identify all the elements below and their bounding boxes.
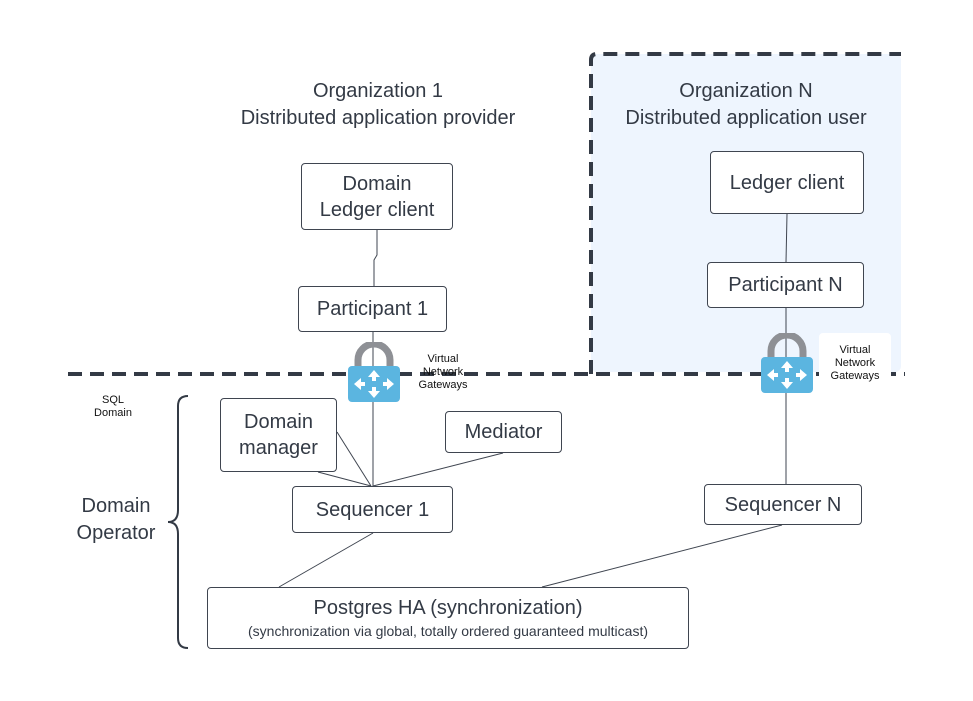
sequencer-n-node[interactable]: Sequencer N: [704, 484, 862, 525]
node-label: Postgres HA (synchronization): [313, 597, 583, 619]
gateway-lock-icon: [346, 340, 402, 404]
mediator-node[interactable]: Mediator: [445, 411, 562, 453]
ledger-client-node[interactable]: Ledger client: [710, 151, 864, 214]
gateway-label-1: Virtual Network Gateways: [406, 353, 480, 392]
edge-sequencern-postgres: [541, 524, 783, 588]
postgres-ha-node[interactable]: Postgres HA (synchronization) (synchroni…: [207, 587, 689, 649]
organization-1-heading: Organization 1 Distributed application p…: [208, 78, 548, 132]
sql-domain-line: SQL: [101, 394, 124, 406]
node-sublabel: (synchronization via global, totally ord…: [248, 623, 648, 639]
node-label: Ledger client: [319, 198, 435, 221]
sql-domain-line: Domain: [94, 407, 132, 419]
domain-operator-line: Operator: [76, 522, 156, 544]
node-label: Domain: [342, 172, 412, 195]
node-label: Sequencer N: [724, 493, 842, 516]
edge-mediator-sequencer1: [372, 452, 504, 487]
organization-n-heading: Organization N Distributed application u…: [596, 78, 896, 132]
node-label: Participant 1: [316, 298, 429, 320]
organization-n-title: Organization N: [679, 80, 813, 102]
organization-1-subtitle: Distributed application provider: [240, 107, 516, 129]
participant-n-node[interactable]: Participant N: [707, 262, 864, 308]
node-label: manager: [239, 437, 318, 459]
gateway-label-line: Gateways: [418, 379, 468, 391]
node-label: Mediator: [464, 421, 543, 443]
node-label: Ledger client: [729, 171, 845, 194]
gateway-label-line: Gateways: [830, 370, 880, 382]
participant-1-node[interactable]: Participant 1: [298, 286, 447, 332]
gateway-label-n: Virtual Network Gateways: [819, 333, 891, 385]
edge-ledgerclient-participantn: [785, 213, 788, 263]
domain-operator-line: Domain: [81, 495, 151, 517]
node-label: Domain: [244, 411, 313, 433]
sequencer-1-node[interactable]: Sequencer 1: [292, 486, 453, 533]
node-label: Sequencer 1: [315, 498, 430, 521]
domain-operator-brace: [167, 395, 189, 649]
gateway-label-line: Virtual: [427, 353, 459, 365]
node-label: Participant N: [728, 274, 843, 296]
gateway-lock-icon: [759, 331, 815, 395]
domain-operator-label: Domain Operator: [56, 493, 176, 547]
organization-1-title: Organization 1: [312, 80, 444, 102]
gateway-label-line: Virtual: [839, 344, 871, 356]
edge-ledger-participant1: [373, 230, 378, 286]
organization-n-boundary: [589, 52, 901, 374]
organization-n-subtitle: Distributed application user: [625, 107, 867, 129]
domain-ledger-client-node[interactable]: Domain Ledger client: [301, 163, 453, 230]
gateway-label-line: Network: [422, 366, 464, 378]
sql-domain-label: SQL Domain: [82, 394, 144, 420]
domain-manager-node[interactable]: Domain manager: [220, 398, 337, 472]
edge-sequencer1-postgres: [278, 532, 374, 588]
edge-domainmanager-sequencer1: [336, 431, 372, 487]
edge-domainmanager-sequencer1-b: [317, 471, 372, 487]
gateway-label-line: Network: [834, 357, 876, 369]
